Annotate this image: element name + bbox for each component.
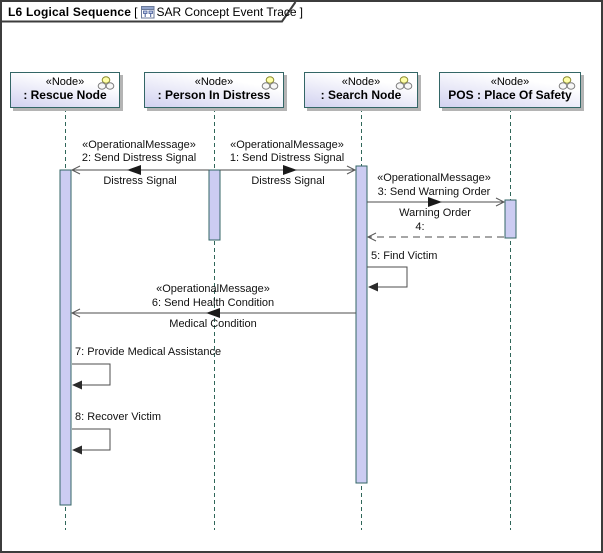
message-3-label[interactable]: 3: Send Warning Order <box>377 186 491 198</box>
message-6-label[interactable]: 6: Send Health Condition <box>151 297 275 309</box>
message-1-item-label[interactable]: Distress Signal <box>251 175 325 187</box>
message-7-label[interactable]: 7: Provide Medical Assistance <box>75 346 222 358</box>
message-2-send-distress-signal[interactable] <box>70 165 209 175</box>
bracket-close: ] <box>299 4 303 19</box>
solid-arrowhead-left-icon <box>72 445 82 455</box>
solid-arrowhead-left-icon <box>72 380 82 390</box>
lifeline-stereotype: «Node» <box>341 76 381 88</box>
activation-pos[interactable] <box>504 199 517 239</box>
open-arrowhead-left-icon <box>70 308 81 318</box>
message-4-label[interactable]: 4: <box>415 221 425 233</box>
diagram-title: L6 Logical Sequence <box>8 4 132 19</box>
open-arrowhead-left-icon <box>70 165 81 175</box>
solid-arrowhead-left-icon <box>368 282 378 292</box>
lifeline-name: : Search Node <box>320 88 402 102</box>
lifeline-name: : Rescue Node <box>23 88 107 102</box>
open-arrowhead-right-icon <box>495 197 506 207</box>
message-6-item-label[interactable]: Medical Condition <box>169 318 257 330</box>
sequence-diagram-icon <box>140 5 155 18</box>
lifeline-head-search-node[interactable]: «Node» : Search Node <box>304 72 418 108</box>
message-1-stereotype[interactable]: «OperationalMessage» <box>230 139 344 151</box>
message-1-send-distress-signal[interactable] <box>220 165 357 175</box>
item-flow-arrow-left-icon <box>127 165 141 175</box>
message-2-item-label[interactable]: Distress Signal <box>103 175 177 187</box>
message-6-send-health-condition[interactable] <box>70 308 356 318</box>
message-2-label[interactable]: 2: Send Distress Signal <box>81 152 197 164</box>
item-flow-arrow-right-icon <box>428 197 442 207</box>
node-icon <box>558 76 576 90</box>
message-7-provide-medical-assistance[interactable] <box>72 363 111 390</box>
node-icon <box>395 76 413 90</box>
message-3-stereotype[interactable]: «OperationalMessage» <box>377 172 491 184</box>
message-5-label[interactable]: 5: Find Victim <box>371 250 438 262</box>
lifeline-stereotype: «Node» <box>490 76 530 88</box>
message-3-send-warning-order[interactable] <box>367 197 506 207</box>
open-arrowhead-right-icon <box>346 165 357 175</box>
item-flow-arrow-left-icon <box>206 308 220 318</box>
message-2-stereotype[interactable]: «OperationalMessage» <box>82 139 196 151</box>
lifeline-head-person-in-distress[interactable]: «Node» : Person In Distress <box>144 72 284 108</box>
bracket-open: [ <box>134 4 138 19</box>
diagram-context: SAR Concept Event Trace <box>156 4 297 19</box>
lifeline-head-pos-place-of-safety[interactable]: «Node» POS : Place Of Safety <box>439 72 581 108</box>
lifeline-name: : Person In Distress <box>157 88 271 102</box>
message-6-stereotype[interactable]: «OperationalMessage» <box>156 283 270 295</box>
lifeline-stereotype: «Node» <box>194 76 234 88</box>
activation-person-in-distress[interactable] <box>208 169 221 241</box>
message-3-item-label[interactable]: Warning Order <box>399 207 471 219</box>
node-icon <box>97 76 115 90</box>
open-arrowhead-left-icon <box>366 232 377 242</box>
lifeline-name: POS : Place Of Safety <box>448 88 572 102</box>
message-4-reply[interactable] <box>366 232 504 242</box>
activation-rescue-node[interactable] <box>59 169 72 506</box>
activation-search-node[interactable] <box>355 165 368 484</box>
lifeline-stereotype: «Node» <box>45 76 85 88</box>
message-5-find-victim[interactable] <box>367 266 408 292</box>
message-1-label[interactable]: 1: Send Distress Signal <box>229 152 345 164</box>
message-8-label[interactable]: 8: Recover Victim <box>75 411 161 423</box>
node-icon <box>261 76 279 90</box>
title-tab-border <box>2 1 297 23</box>
message-8-recover-victim[interactable] <box>72 428 111 455</box>
diagram-title-tab: L6 Logical Sequence [ SAR Concept Event … <box>2 2 306 21</box>
lifeline-head-rescue-node[interactable]: «Node» : Rescue Node <box>10 72 120 108</box>
item-flow-arrow-right-icon <box>283 165 297 175</box>
